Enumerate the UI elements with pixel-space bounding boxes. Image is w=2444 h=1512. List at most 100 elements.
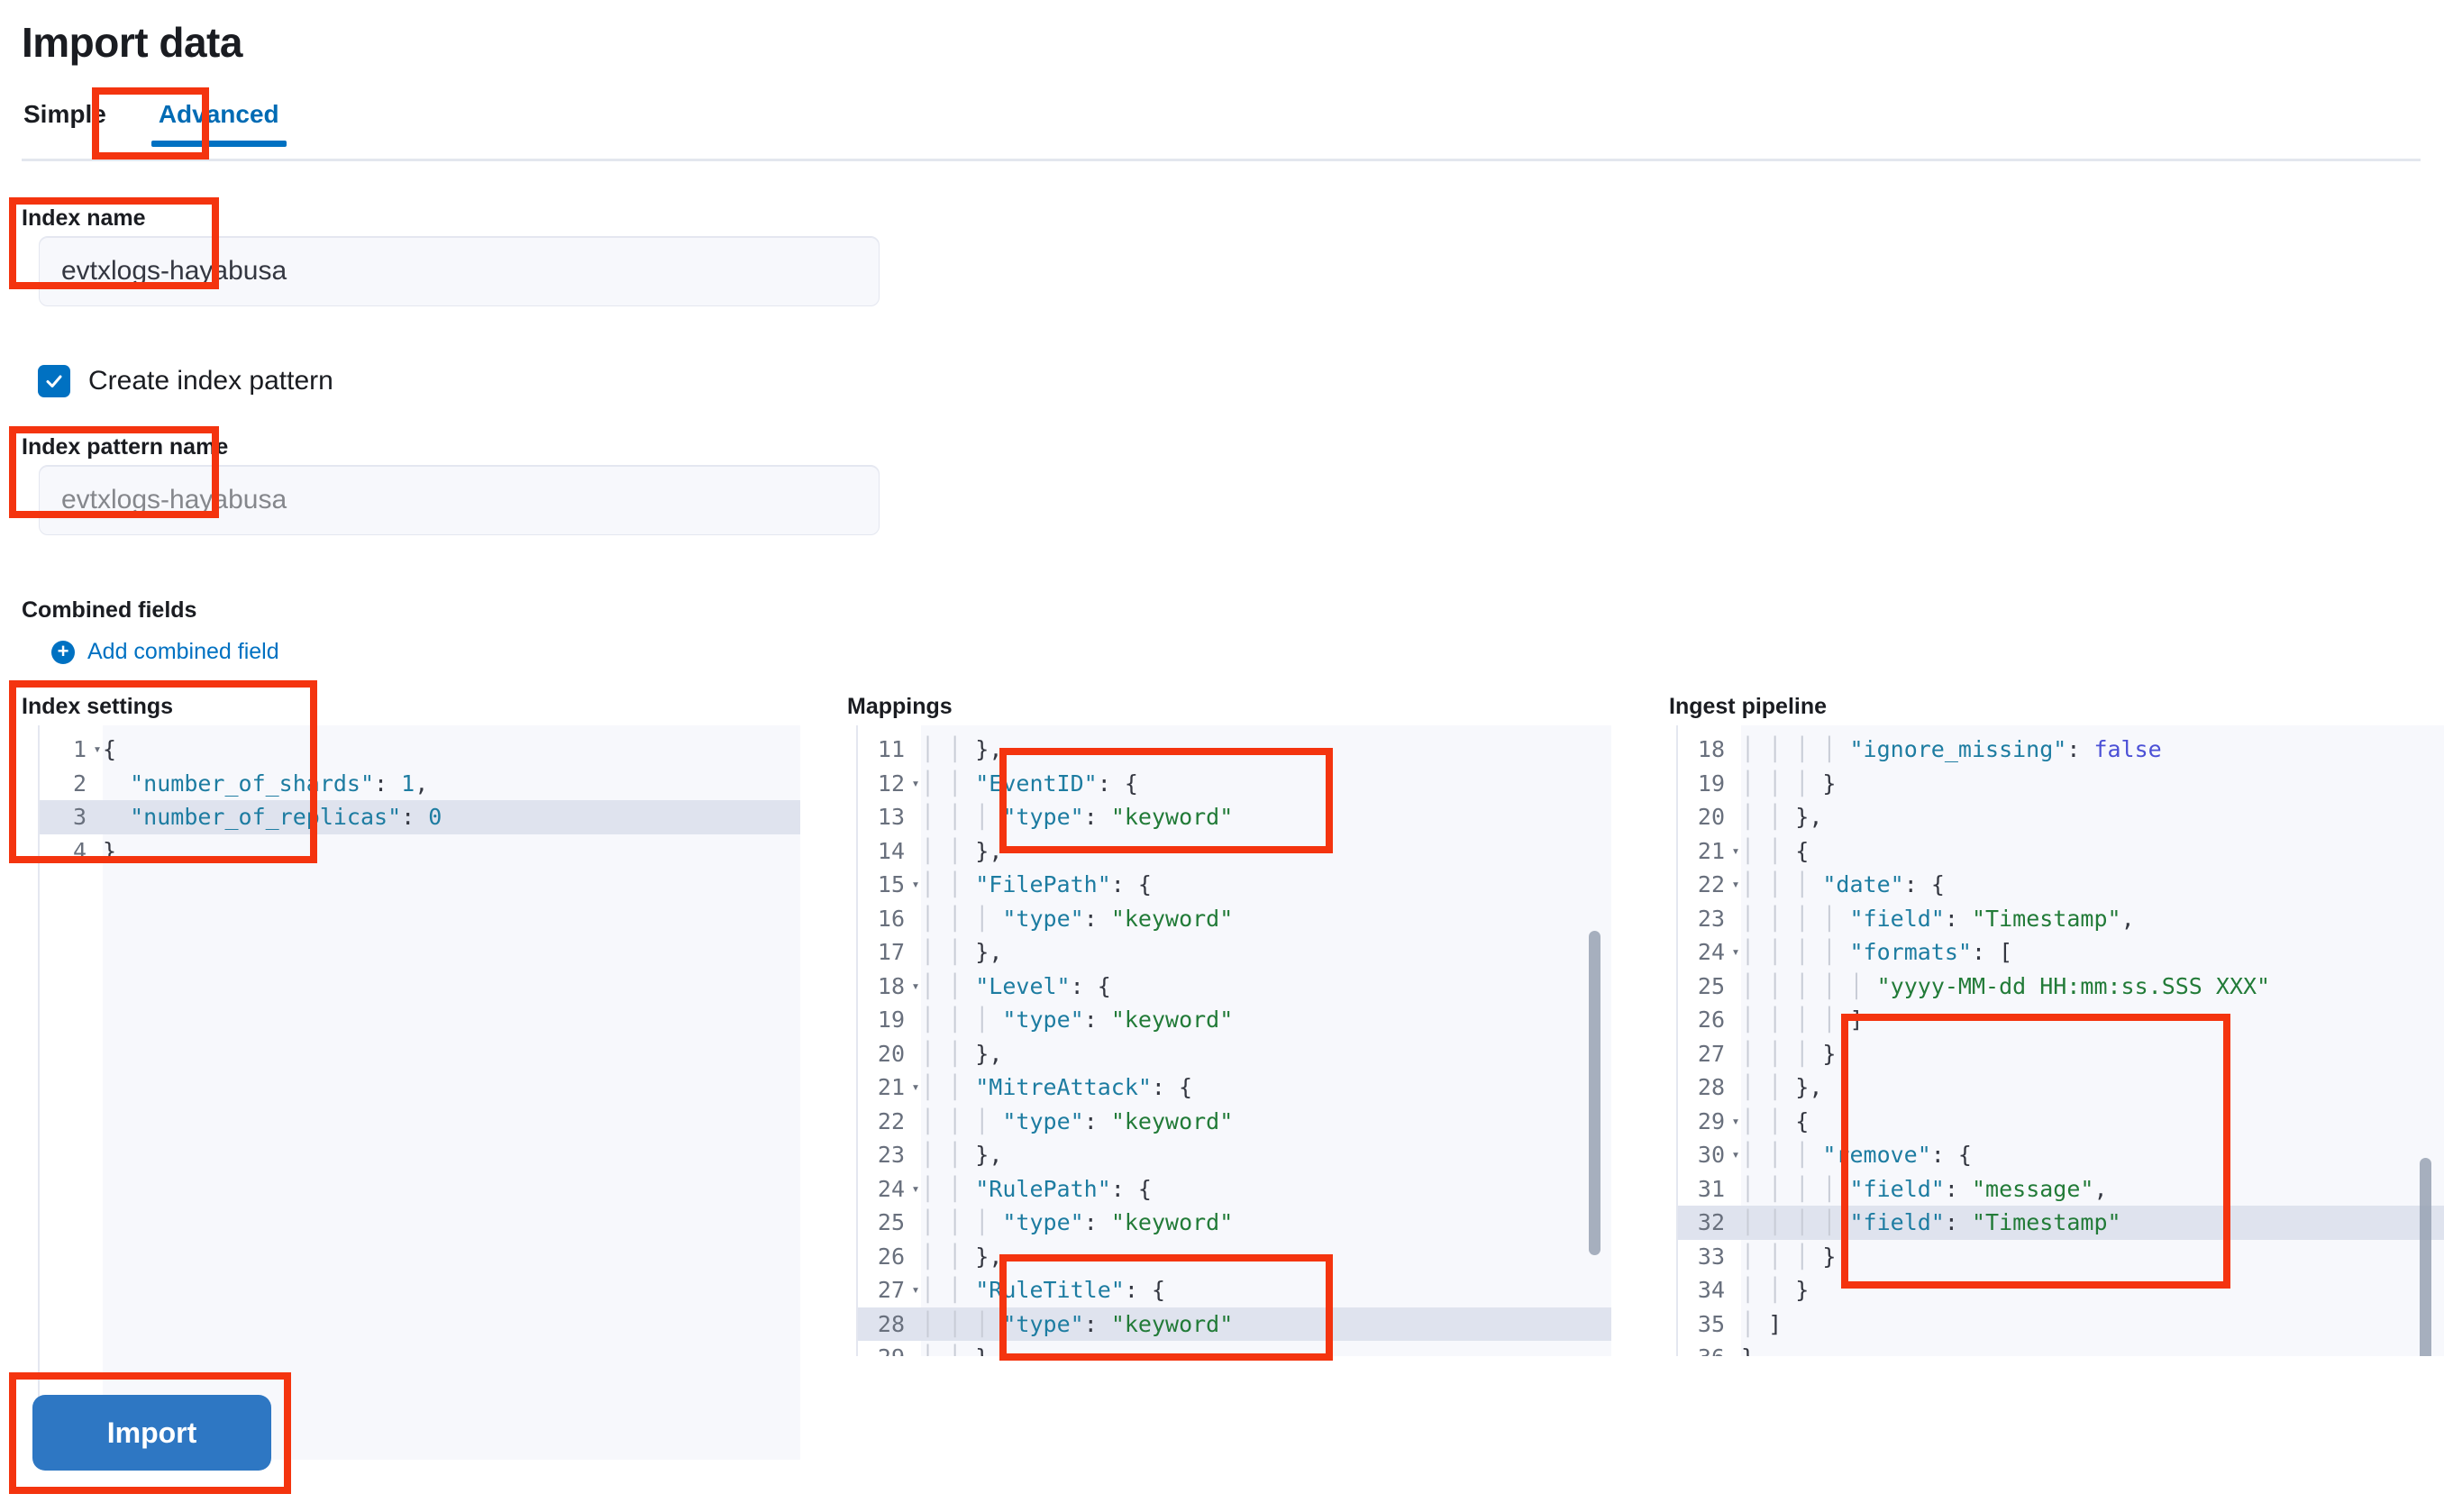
code-line[interactable]: 28│ │ }, bbox=[1678, 1070, 2444, 1105]
line-number: 34 bbox=[1697, 1277, 1725, 1303]
code-line[interactable]: 1▾{ bbox=[40, 733, 800, 767]
fold-toggle-icon[interactable]: ▾ bbox=[1731, 876, 1740, 892]
line-number: 15 bbox=[877, 871, 905, 897]
index-name-input[interactable]: evtxlogs-hayabusa bbox=[39, 236, 880, 306]
line-number: 3 bbox=[72, 804, 87, 830]
create-index-pattern-row[interactable]: Create index pattern bbox=[38, 365, 333, 397]
line-number: 26 bbox=[1697, 1006, 1725, 1033]
code-line[interactable]: 22│ │ │ "type": "keyword" bbox=[858, 1105, 1611, 1139]
tab-bar: Simple Advanced bbox=[22, 95, 306, 147]
code-line[interactable]: 21▾│ │ { bbox=[1678, 834, 2444, 869]
code-text: │ │ { bbox=[1741, 1107, 1810, 1134]
code-line[interactable]: 25│ │ │ │ │ "yyyy-MM-dd HH:mm:ss.SSS XXX… bbox=[1678, 970, 2444, 1004]
fold-toggle-icon[interactable]: ▾ bbox=[911, 774, 920, 791]
code-line[interactable]: 29│ │ }, bbox=[858, 1341, 1611, 1356]
code-line[interactable]: 18│ │ │ │ "ignore_missing": false bbox=[1678, 733, 2444, 767]
mappings-editor[interactable]: 11│ │ },12▾│ │ "EventID": {13│ │ │ "type… bbox=[856, 725, 1611, 1356]
line-number: 21 bbox=[1697, 837, 1725, 864]
code-line[interactable]: 31│ │ │ │ "field": "message", bbox=[1678, 1172, 2444, 1207]
code-line[interactable]: 24▾│ │ │ │ "formats": [ bbox=[1678, 935, 2444, 970]
code-text: │ │ }, bbox=[1741, 1074, 1823, 1100]
code-line[interactable]: 22▾│ │ │ "date": { bbox=[1678, 868, 2444, 902]
code-line[interactable]: 19│ │ │ "type": "keyword" bbox=[858, 1003, 1611, 1037]
code-line[interactable]: 34│ │ } bbox=[1678, 1273, 2444, 1307]
fold-toggle-icon[interactable]: ▾ bbox=[911, 876, 920, 892]
code-line[interactable]: 28│ │ │ "type": "keyword" bbox=[858, 1307, 1611, 1341]
code-line[interactable]: 14│ │ }, bbox=[858, 834, 1611, 869]
fold-toggle-icon[interactable]: ▾ bbox=[1731, 943, 1740, 960]
fold-toggle-icon[interactable]: ▾ bbox=[1731, 1146, 1740, 1162]
index-settings-editor[interactable]: 1▾{2 "number_of_shards": 1,3 "number_of_… bbox=[38, 725, 800, 1460]
code-line[interactable]: 2 "number_of_shards": 1, bbox=[40, 767, 800, 801]
code-text: │ │ │ } bbox=[1741, 770, 1837, 797]
line-number: 27 bbox=[877, 1277, 905, 1303]
code-text: │ │ │ "type": "keyword" bbox=[921, 1209, 1234, 1235]
mappings-label: Mappings bbox=[847, 694, 953, 719]
code-line[interactable]: 33│ │ │ } bbox=[1678, 1240, 2444, 1274]
line-number: 22 bbox=[1697, 871, 1725, 897]
line-number: 31 bbox=[1697, 1175, 1725, 1202]
code-text: │ │ "Level": { bbox=[921, 972, 1111, 999]
code-text: │ │ }, bbox=[921, 837, 1003, 864]
add-combined-field-button[interactable]: + Add combined field bbox=[51, 639, 279, 665]
code-line[interactable]: 20│ │ }, bbox=[858, 1037, 1611, 1071]
line-number: 21 bbox=[877, 1074, 905, 1100]
code-line[interactable]: 13│ │ │ "type": "keyword" bbox=[858, 800, 1611, 834]
line-number: 27 bbox=[1697, 1040, 1725, 1067]
code-line[interactable]: 20│ │ }, bbox=[1678, 800, 2444, 834]
code-line[interactable]: 19│ │ │ } bbox=[1678, 767, 2444, 801]
code-line[interactable]: 4} bbox=[40, 834, 800, 869]
code-text: │ │ }, bbox=[921, 1040, 1003, 1067]
tab-simple[interactable]: Simple bbox=[23, 100, 106, 128]
line-number: 30 bbox=[1697, 1142, 1725, 1168]
index-pattern-name-label: Index pattern name bbox=[22, 434, 229, 460]
fold-toggle-icon[interactable]: ▾ bbox=[1731, 842, 1740, 859]
index-name-label: Index name bbox=[22, 205, 146, 231]
code-text: } bbox=[103, 837, 117, 864]
fold-toggle-icon[interactable]: ▾ bbox=[911, 1180, 920, 1197]
code-line[interactable]: 27▾│ │ "RuleTitle": { bbox=[858, 1273, 1611, 1307]
code-line[interactable]: 32│ │ │ │ "field": "Timestamp" bbox=[1678, 1206, 2444, 1240]
code-line[interactable]: 36} bbox=[1678, 1341, 2444, 1356]
code-line[interactable]: 29▾│ │ { bbox=[1678, 1105, 2444, 1139]
code-line[interactable]: 17│ │ }, bbox=[858, 935, 1611, 970]
code-text: │ │ │ } bbox=[1741, 1243, 1837, 1270]
create-index-pattern-checkbox[interactable] bbox=[38, 365, 70, 397]
code-line[interactable]: 24▾│ │ "RulePath": { bbox=[858, 1172, 1611, 1207]
fold-toggle-icon[interactable]: ▾ bbox=[1731, 1112, 1740, 1129]
fold-toggle-icon[interactable]: ▾ bbox=[93, 741, 102, 757]
code-line[interactable]: 30▾│ │ │ "remove": { bbox=[1678, 1138, 2444, 1172]
mappings-scrollbar[interactable] bbox=[1589, 931, 1600, 1255]
code-text: │ │ │ │ "formats": [ bbox=[1741, 939, 2013, 965]
fold-toggle-icon[interactable]: ▾ bbox=[911, 977, 920, 994]
code-line[interactable]: 15▾│ │ "FilePath": { bbox=[858, 868, 1611, 902]
code-line[interactable]: 25│ │ │ "type": "keyword" bbox=[858, 1206, 1611, 1240]
code-line[interactable]: 27│ │ │ } bbox=[1678, 1037, 2444, 1071]
tab-advanced[interactable]: Advanced bbox=[132, 95, 306, 147]
code-line[interactable]: 23│ │ │ │ "field": "Timestamp", bbox=[1678, 902, 2444, 936]
add-combined-field-label: Add combined field bbox=[87, 639, 279, 664]
page-title: Import data bbox=[22, 19, 242, 66]
code-line[interactable]: 12▾│ │ "EventID": { bbox=[858, 767, 1611, 801]
code-line[interactable]: 35│ ] bbox=[1678, 1307, 2444, 1342]
fold-toggle-icon[interactable]: ▾ bbox=[911, 1281, 920, 1298]
line-number: 32 bbox=[1697, 1209, 1725, 1235]
code-line[interactable]: 16│ │ │ "type": "keyword" bbox=[858, 902, 1611, 936]
code-line[interactable]: 23│ │ }, bbox=[858, 1138, 1611, 1172]
index-pattern-name-input[interactable]: evtxlogs-hayabusa bbox=[39, 465, 880, 535]
code-line[interactable]: 3 "number_of_replicas": 0 bbox=[40, 800, 800, 834]
code-text: │ │ }, bbox=[921, 939, 1003, 965]
ingest-pipeline-scrollbar[interactable] bbox=[2420, 1158, 2431, 1356]
code-line[interactable]: 18▾│ │ "Level": { bbox=[858, 970, 1611, 1004]
fold-toggle-icon[interactable]: ▾ bbox=[911, 1079, 920, 1095]
import-button[interactable]: Import bbox=[32, 1395, 271, 1471]
code-line[interactable]: 26│ │ │ │ ] bbox=[1678, 1003, 2444, 1037]
code-text: │ │ "MitreAttack": { bbox=[921, 1074, 1193, 1100]
code-line[interactable]: 21 ▾│ │ "MitreAttack": { bbox=[858, 1070, 1611, 1105]
code-text: "number_of_replicas": 0 bbox=[130, 804, 442, 830]
code-text: │ │ │ "type": "keyword" bbox=[921, 1006, 1234, 1033]
code-line[interactable]: 26│ │ }, bbox=[858, 1240, 1611, 1274]
code-line[interactable]: 11│ │ }, bbox=[858, 733, 1611, 767]
code-text: │ │ │ "type": "keyword" bbox=[921, 804, 1234, 830]
